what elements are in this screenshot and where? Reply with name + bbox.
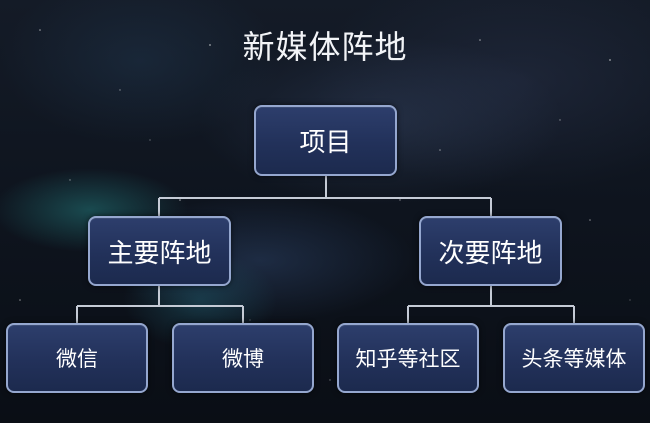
node-project: 项目 — [254, 105, 397, 176]
node-wechat: 微信 — [6, 323, 148, 393]
node-zhihu-community: 知乎等社区 — [337, 323, 479, 393]
node-secondary-channels: 次要阵地 — [419, 216, 562, 286]
diagram-title: 新媒体阵地 — [242, 28, 408, 66]
node-weibo: 微博 — [172, 323, 314, 393]
node-primary-channels: 主要阵地 — [88, 216, 231, 286]
node-toutiao-media: 头条等媒体 — [503, 323, 645, 393]
